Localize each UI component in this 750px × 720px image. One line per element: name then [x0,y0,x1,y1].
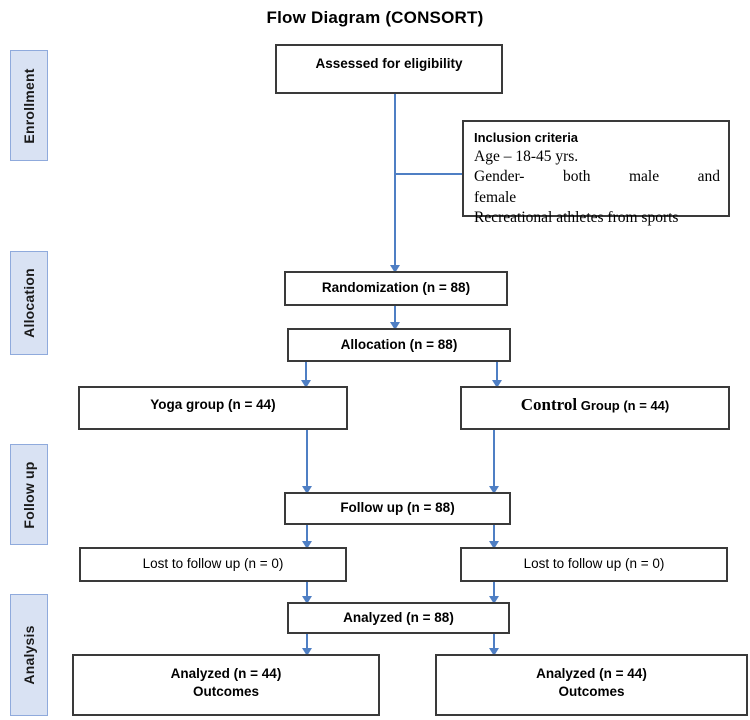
phase-chip-allocation: Allocation [10,251,48,355]
node-allocation-label: Allocation (n = 88) [340,336,458,352]
node-follow-up: Follow up (n = 88) [284,492,511,525]
phase-chip-analysis: Analysis [10,594,48,716]
arrowhead-analyzed-left [302,596,312,604]
node-randomization-label: Randomization (n = 88) [321,280,471,296]
node-control-group-label-strong: Control [520,395,578,414]
node-control-group-label-rest: Group (n = 44) [580,398,670,413]
connector-randomization-to-allocation [394,306,396,328]
connector-yoga-to-follow-up [306,430,308,492]
node-analyzed-total-label: Analyzed (n = 88) [343,609,454,625]
connector-lost-left-to-analyzed [306,582,308,602]
connector-assessed-to-randomization [394,94,396,271]
phase-chip-follow-up: Follow up [10,444,48,545]
connector-analyzed-to-outcomes-right [493,634,495,654]
node-yoga-group: Yoga group (n = 44) [78,386,348,430]
connector-follow-up-to-lost-left [306,525,308,547]
node-analyzed-total: Analyzed (n = 88) [287,602,510,634]
connector-allocation-to-control [496,362,498,386]
node-assessed-for-eligibility: Assessed for eligibility [275,44,503,94]
page-title: Flow Diagram (CONSORT) [266,8,484,27]
phase-chip-enrollment: Enrollment [10,50,48,161]
arrowhead-outcomes-right [489,648,499,656]
node-inclusion-criteria: Inclusion criteria Age – 18-45 yrs. Gend… [462,120,730,226]
node-analyzed-outcomes-left: Analyzed (n = 44) Outcomes [72,654,380,716]
phase-label-follow-up: Follow up [21,460,37,529]
arrowhead-randomization [390,265,400,273]
arrowhead-allocation [390,322,400,330]
inclusion-criteria-line-female: female [474,188,517,206]
inclusion-criteria-line-athletes: Recreational athletes from sports [474,209,679,227]
node-allocation: Allocation (n = 88) [287,328,511,362]
phase-label-enrollment: Enrollment [21,67,37,144]
connector-follow-up-to-lost-right [493,525,495,547]
node-control-group: Control Group (n = 44) [460,386,730,430]
phase-label-allocation: Allocation [21,268,37,338]
node-analyzed-left-line1: Analyzed (n = 44) [170,666,282,681]
inclusion-criteria-line-gender: Gender- both male and [474,168,720,186]
node-lost-left-label: Lost to follow up (n = 0) [142,556,284,572]
node-lost-to-follow-up-left: Lost to follow up (n = 0) [79,547,347,582]
node-follow-up-label: Follow up (n = 88) [340,500,455,516]
connector-branch-inclusion-criteria [396,173,464,175]
connector-analyzed-to-outcomes-left [306,634,308,654]
connector-lost-right-to-analyzed [493,582,495,602]
arrowhead-lost-left [302,541,312,549]
phase-label-analysis: Analysis [21,625,37,685]
inclusion-criteria-heading: Inclusion criteria [474,130,579,145]
arrowhead-outcomes-left [302,648,312,656]
node-analyzed-left-line2: Outcomes [192,684,260,700]
arrowhead-yoga-group [301,380,311,388]
node-analyzed-right-line1: Analyzed (n = 44) [536,666,647,681]
node-assessed-label: Assessed for eligibility [315,56,463,71]
connector-allocation-to-yoga [305,362,307,386]
arrowhead-analyzed-right [489,596,499,604]
node-randomization: Randomization (n = 88) [284,271,508,306]
connector-control-to-follow-up [493,430,495,492]
arrowhead-control-group [492,380,502,388]
node-yoga-group-label: Yoga group (n = 44) [150,397,276,412]
node-analyzed-outcomes-right: Analyzed (n = 44) Outcomes [435,654,748,716]
node-lost-right-label: Lost to follow up (n = 0) [523,556,665,572]
arrowhead-lost-right [489,541,499,549]
arrowhead-follow-up-right [489,486,499,494]
arrowhead-follow-up-left [302,486,312,494]
node-lost-to-follow-up-right: Lost to follow up (n = 0) [460,547,728,582]
inclusion-criteria-line-age: Age – 18-45 yrs. [474,147,579,165]
node-analyzed-right-line2: Outcomes [558,684,625,700]
